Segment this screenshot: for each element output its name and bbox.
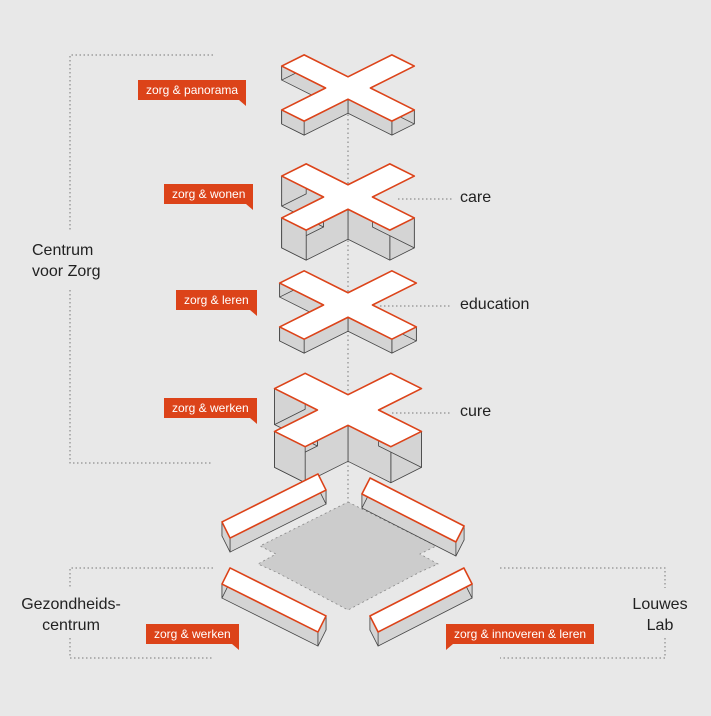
ground-bar-bottom-left <box>221 567 327 647</box>
bar-top-face <box>221 473 327 539</box>
cross-top-face <box>280 54 416 122</box>
floor-zorg-werken <box>273 372 423 484</box>
cross-top-face <box>280 163 416 231</box>
floor-zorg-panorama <box>280 54 416 136</box>
bar-top-face <box>369 567 473 633</box>
bracket-louwes-lab <box>500 567 666 659</box>
group-gezondheids-line2: centrum <box>42 617 100 634</box>
bracket-centrum-voor-zorg <box>69 54 213 464</box>
ground-bar-top-right <box>361 477 465 557</box>
theme-care: care <box>460 189 492 206</box>
bar-top-face <box>221 567 327 633</box>
group-centrum-line2: voor Zorg <box>32 263 101 280</box>
label-zorg-leren: zorg & leren <box>176 290 257 316</box>
cross-top-face <box>278 270 418 340</box>
label-zorg-panorama: zorg & panorama <box>138 80 247 106</box>
theme-cure: cure <box>460 403 492 420</box>
group-centrum-line1: Centrum <box>32 242 94 259</box>
cross-top-face <box>273 372 423 448</box>
floor-zorg-leren <box>278 270 418 354</box>
label-zorg-innoveren-leren: zorg & innoveren & leren <box>446 624 595 650</box>
group-gezondheids-line1: Gezondheids- <box>21 596 121 613</box>
ground-bar-top-left <box>221 473 327 553</box>
group-louwes-line1: Louwes <box>632 596 688 613</box>
theme-education: education <box>460 296 530 313</box>
label-zorg-werken-upper: zorg & werken <box>164 398 257 424</box>
ground-floor-plane <box>257 501 439 611</box>
group-louwes-lab: Louwes Lab <box>620 594 700 636</box>
ground-bar-bottom-right <box>369 567 473 647</box>
label-zorg-werken-lower: zorg & werken <box>146 624 239 650</box>
bracket-gezondheidscentrum <box>69 567 213 659</box>
label-zorg-wonen: zorg & wonen <box>164 184 254 210</box>
group-gezondheidscentrum: Gezondheids- centrum <box>10 594 132 636</box>
floor-zorg-wonen <box>280 163 416 261</box>
group-louwes-line2: Lab <box>646 617 674 634</box>
bar-top-face <box>361 477 465 543</box>
group-centrum-voor-zorg: Centrum voor Zorg <box>32 240 100 282</box>
